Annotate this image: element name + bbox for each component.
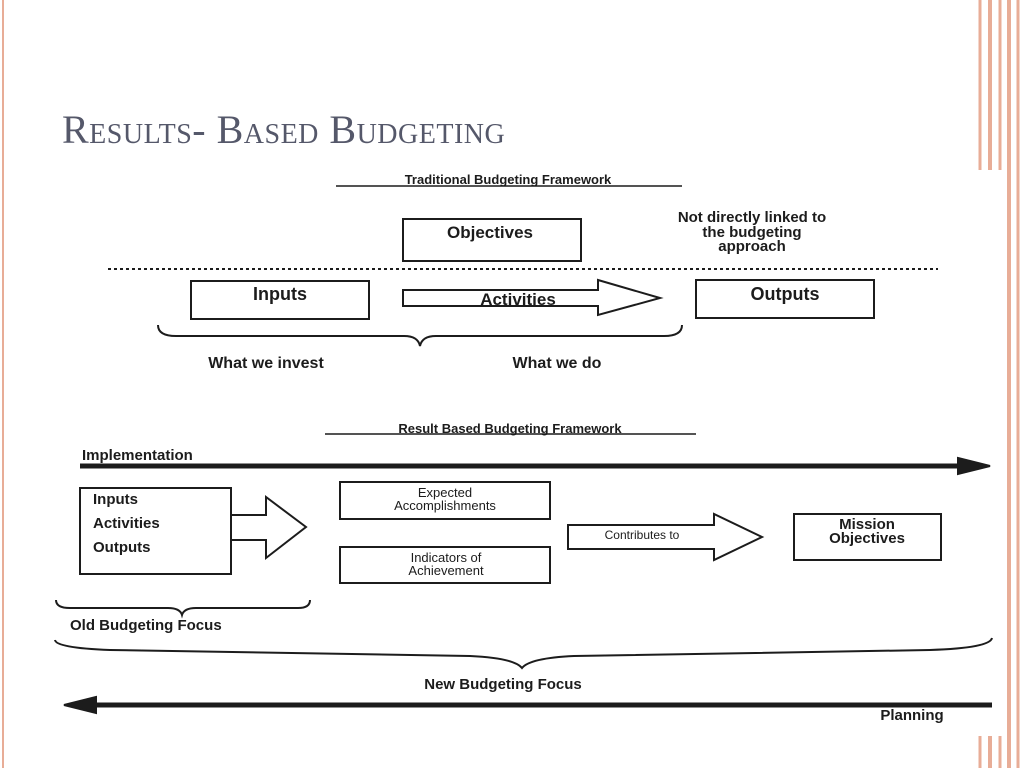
- box-item-inputs: Inputs: [93, 491, 138, 508]
- contributes-label: Contributes to: [605, 528, 680, 542]
- note-line-3: approach: [718, 238, 786, 255]
- outputs-label: Outputs: [751, 284, 820, 304]
- implementation-arrowhead: [957, 456, 991, 476]
- implementation-label: Implementation: [82, 447, 193, 464]
- new-focus-label: New Budgeting Focus: [424, 676, 582, 693]
- expected-line-1: Expected: [418, 485, 472, 500]
- old-focus-brace: [55, 599, 311, 619]
- box-item-outputs: Outputs: [93, 539, 151, 556]
- indicators-of-achievement-box: [339, 546, 551, 584]
- old-focus-label: Old Budgeting Focus: [70, 617, 222, 634]
- mission-objectives-box: [793, 513, 942, 561]
- result-arrow: [230, 495, 308, 561]
- box-item-activities: Activities: [93, 515, 160, 532]
- indicators-line-1: Indicators of: [411, 550, 482, 565]
- inputs-box: [190, 280, 370, 320]
- mission-line-2: Objectives: [829, 530, 905, 547]
- activities-label: Activities: [480, 290, 556, 309]
- expected-accomplishments-box: [339, 481, 551, 520]
- result-heading: Result Based Budgeting Framework: [398, 421, 622, 436]
- objectives-label: Objectives: [447, 223, 533, 242]
- planning-label: Planning: [880, 707, 943, 724]
- budgeting-diagram: Traditional Budgeting Framework Objectiv…: [50, 170, 1002, 736]
- note-line-1: Not directly linked to: [678, 209, 826, 226]
- indicators-line-2: Achievement: [408, 563, 484, 578]
- objectives-box: [402, 218, 582, 262]
- note-line-2: the budgeting: [702, 224, 801, 241]
- inputs-label: Inputs: [253, 284, 307, 304]
- contributes-arrow: [567, 512, 765, 562]
- what-we-do-label: What we do: [513, 355, 602, 372]
- left-border-decoration: [2, 0, 4, 768]
- mission-line-1: Mission: [839, 516, 895, 533]
- activities-arrow: [402, 278, 664, 317]
- planning-arrowhead: [63, 695, 97, 715]
- outputs-box: [695, 279, 875, 319]
- traditional-heading: Traditional Budgeting Framework: [405, 172, 612, 187]
- slide-title: Results- Based Budgeting: [62, 107, 506, 152]
- new-focus-brace: [54, 637, 993, 670]
- what-we-invest-label: What we invest: [208, 355, 324, 372]
- expected-line-2: Accomplishments: [394, 498, 496, 513]
- what-we-invest-do-brace: [157, 324, 683, 347]
